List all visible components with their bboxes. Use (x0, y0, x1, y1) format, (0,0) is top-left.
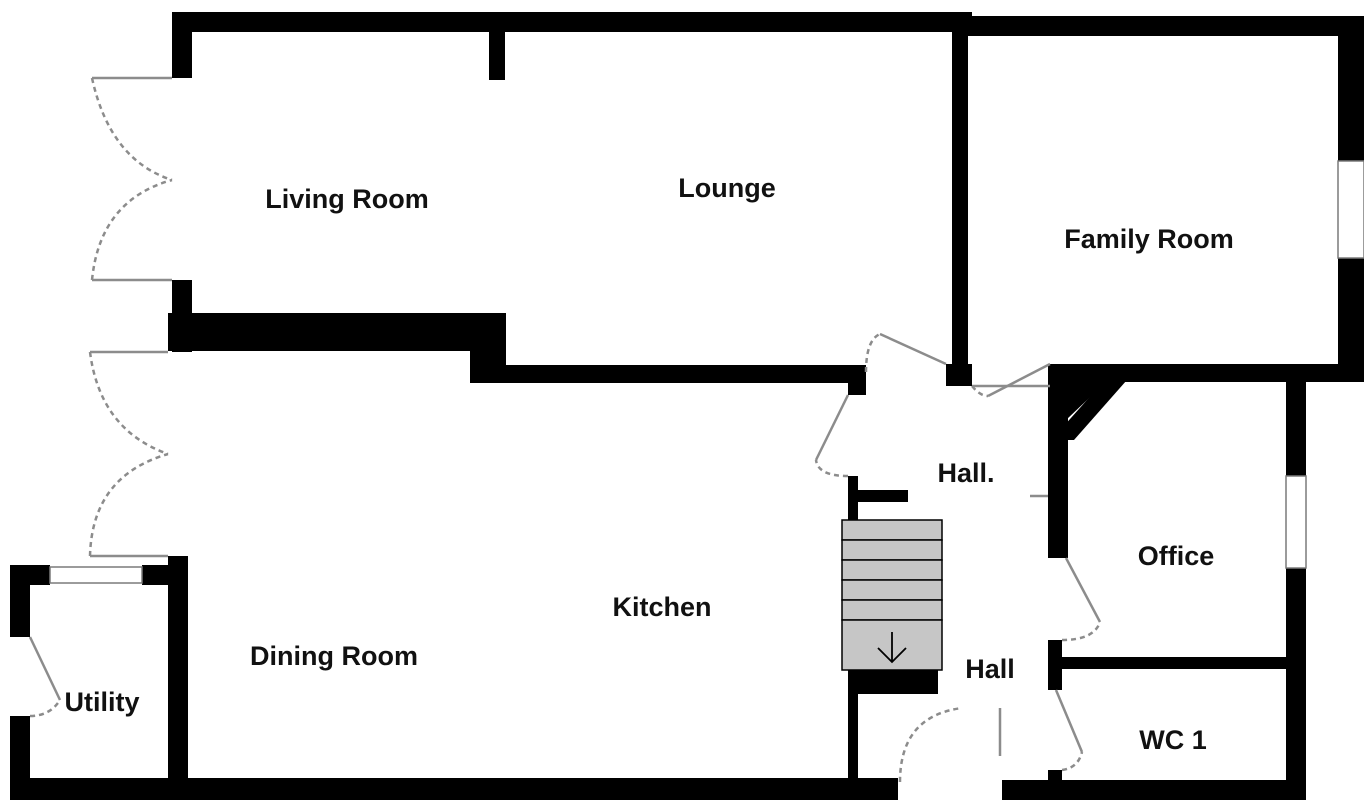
wall-utility-left-upper (10, 565, 30, 637)
wall-office-wc (1048, 657, 1306, 669)
kitchen-hall-door (814, 394, 850, 478)
family-room-window (1337, 160, 1364, 259)
dining-room-french-doors (88, 350, 169, 558)
wall-living-dining (168, 313, 505, 351)
staircase (841, 519, 943, 671)
label-dining-room: Dining Room (250, 641, 418, 671)
label-kitchen: Kitchen (612, 592, 711, 622)
living-room-french-doors (90, 76, 173, 282)
arrow-down-icon (877, 632, 907, 664)
wall-bottom-left (10, 778, 898, 800)
wall-stair-top (848, 490, 908, 502)
label-family-room: Family Room (1064, 224, 1234, 254)
wall-dining-left (168, 556, 188, 800)
label-lounge: Lounge (678, 173, 775, 203)
family-room-door (971, 362, 1051, 398)
wall-family-right-upper (1338, 16, 1364, 161)
wall-family-right-lower (1338, 258, 1364, 382)
office-window (1285, 475, 1307, 569)
wall-office-left-mid (1048, 496, 1068, 558)
label-living-room: Living Room (265, 184, 429, 214)
label-office: Office (1138, 541, 1215, 571)
utility-door (28, 636, 62, 718)
wall-living-lounge-stub (489, 12, 505, 80)
wall-family-bottom (1050, 364, 1364, 382)
wall-lounge-family (952, 16, 968, 386)
stair-step (841, 579, 943, 601)
stair-step (841, 559, 943, 581)
walls (10, 12, 1364, 800)
stair-step (841, 519, 943, 541)
wall-top-family (952, 16, 1364, 36)
wall-office-diagonal-brace (1062, 372, 1134, 440)
wall-utility-top-right (142, 565, 188, 585)
front-door (898, 706, 1002, 783)
stair-step (841, 599, 943, 621)
wall-living-left-upper (172, 12, 192, 78)
wall-bottom-right (1002, 780, 1306, 800)
wall-office-right-upper (1286, 364, 1306, 476)
label-utility: Utility (64, 687, 139, 717)
wc-door (1054, 689, 1084, 772)
wall-stair-bottom (848, 670, 938, 694)
wall-office-left-upper (1048, 364, 1068, 496)
lounge-hall-door (864, 332, 947, 373)
wall-hall-stub-mid (946, 364, 972, 386)
label-wc: WC 1 (1139, 725, 1207, 755)
utility-window (49, 566, 143, 584)
label-hall-lower: Hall (965, 654, 1015, 684)
wall-top-living-lounge (172, 12, 972, 32)
wall-lounge-bottom (470, 365, 865, 383)
wall-utility-left-lower (10, 716, 30, 800)
room-labels: Living Room Lounge Family Room Hall. Off… (64, 173, 1233, 755)
doors (28, 76, 1102, 783)
wall-hall-stub-left (848, 365, 866, 395)
wall-office-right-lower (1286, 568, 1306, 800)
office-door (1061, 557, 1102, 642)
label-hall-upper: Hall. (937, 458, 994, 488)
windows (49, 160, 1364, 584)
stair-step (841, 539, 943, 561)
wall-kitchen-hall-lower (848, 668, 858, 800)
